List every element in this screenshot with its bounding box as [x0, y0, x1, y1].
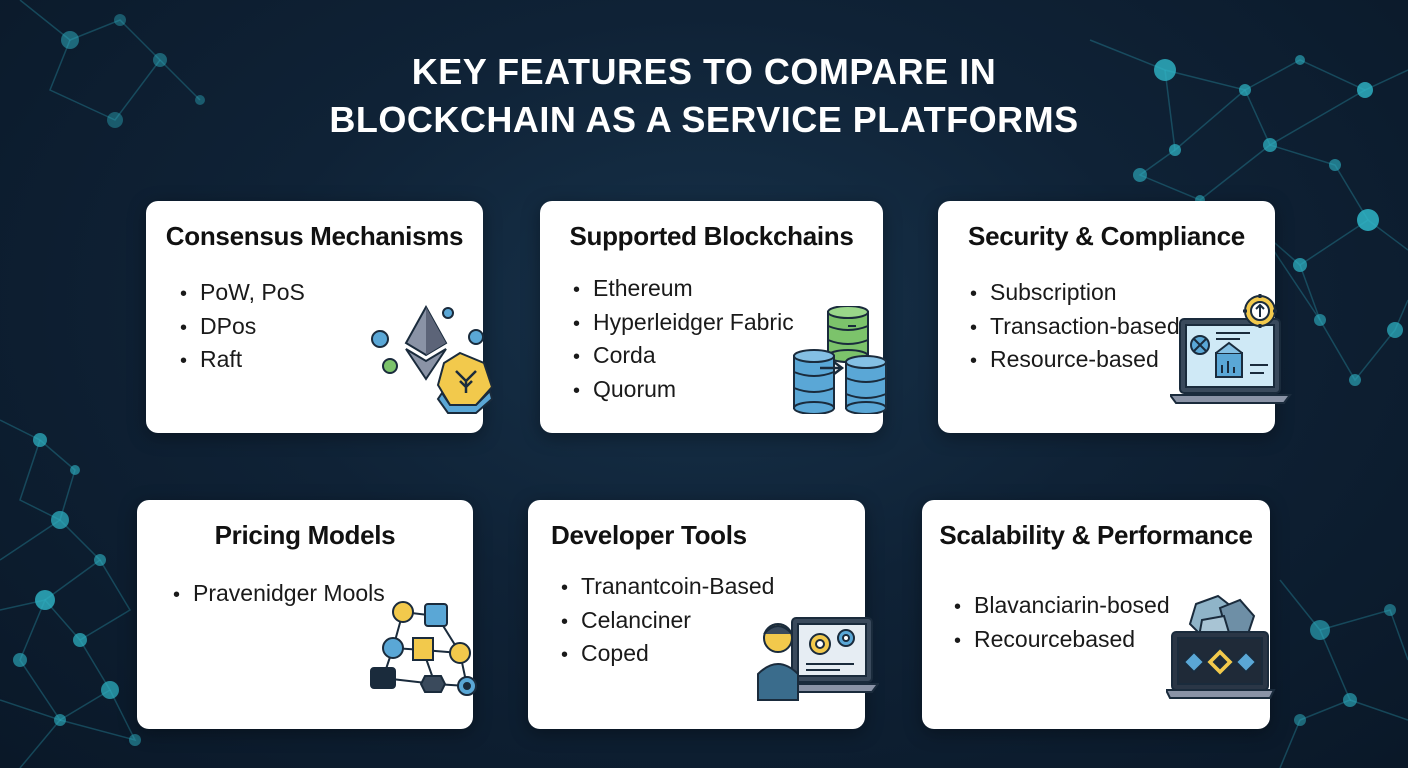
page-title-line2: BLOCKCHAIN AS A SERVICE PLATFORMS — [329, 99, 1079, 140]
card-heading: Consensus Mechanisms — [165, 221, 464, 251]
list-item: Ethereum — [573, 273, 794, 307]
list-item: Transaction-based — [970, 311, 1180, 345]
list-item: Recourcebased — [954, 624, 1170, 658]
list-item: Hyperleidger Fabric — [573, 307, 794, 341]
card-security-compliance: Security & Compliance Subscription Trans… — [938, 201, 1292, 433]
database-stacks-icon — [793, 306, 887, 414]
card-consensus-mechanisms: Consensus Mechanisms PoW, PoS DPos Raft — [146, 201, 494, 433]
card-scalability-performance: Scalability & Performance Blavanciarin-b… — [922, 500, 1276, 729]
card-developer-tools: Developer Tools Tranantcoin-Based Celanc… — [528, 500, 879, 729]
card-heading: Security & Compliance — [968, 221, 1245, 251]
card-heading: Scalability & Performance — [939, 520, 1253, 550]
feature-list: Pravenidger Mools — [173, 578, 385, 612]
page-title: KEY FEATURES TO COMPARE IN BLOCKCHAIN AS… — [0, 48, 1408, 144]
list-item: Coped — [561, 638, 774, 672]
list-item: PoW, PoS — [180, 277, 305, 311]
feature-list: PoW, PoS DPos Raft — [180, 277, 305, 378]
card-pricing-models: Pricing Models Pravenidger Mools — [137, 500, 477, 729]
list-item: Tranantcoin-Based — [561, 571, 774, 605]
feature-list: Ethereum Hyperleidger Fabric Corda Quoru… — [573, 273, 794, 407]
laptop-security-icon — [1170, 294, 1292, 404]
card-heading: Supported Blockchains — [569, 221, 854, 251]
laptop-scaling-icon — [1166, 594, 1276, 699]
list-item: Blavanciarin-bosed — [954, 590, 1170, 624]
network-nodes-icon — [370, 601, 477, 696]
feature-list: Subscription Transaction-based Resource-… — [970, 277, 1180, 378]
list-item: Pravenidger Mools — [173, 578, 385, 612]
card-heading: Pricing Models — [214, 520, 396, 550]
ethereum-crypto-icon — [371, 304, 494, 414]
feature-list: Blavanciarin-bosed Recourcebased — [954, 590, 1170, 657]
feature-list: Tranantcoin-Based Celanciner Coped — [561, 571, 774, 672]
list-item: Subscription — [970, 277, 1180, 311]
list-item: Corda — [573, 340, 794, 374]
developer-laptop-icon — [757, 617, 879, 701]
list-item: Quorum — [573, 374, 794, 408]
page-title-line1: KEY FEATURES TO COMPARE IN — [411, 51, 997, 92]
list-item: Celanciner — [561, 605, 774, 639]
card-heading: Developer Tools — [551, 520, 747, 550]
list-item: Resource-based — [970, 344, 1180, 378]
list-item: DPos — [180, 311, 305, 345]
card-supported-blockchains: Supported Blockchains Ethereum Hyperleid… — [540, 201, 887, 433]
list-item: Raft — [180, 344, 305, 378]
